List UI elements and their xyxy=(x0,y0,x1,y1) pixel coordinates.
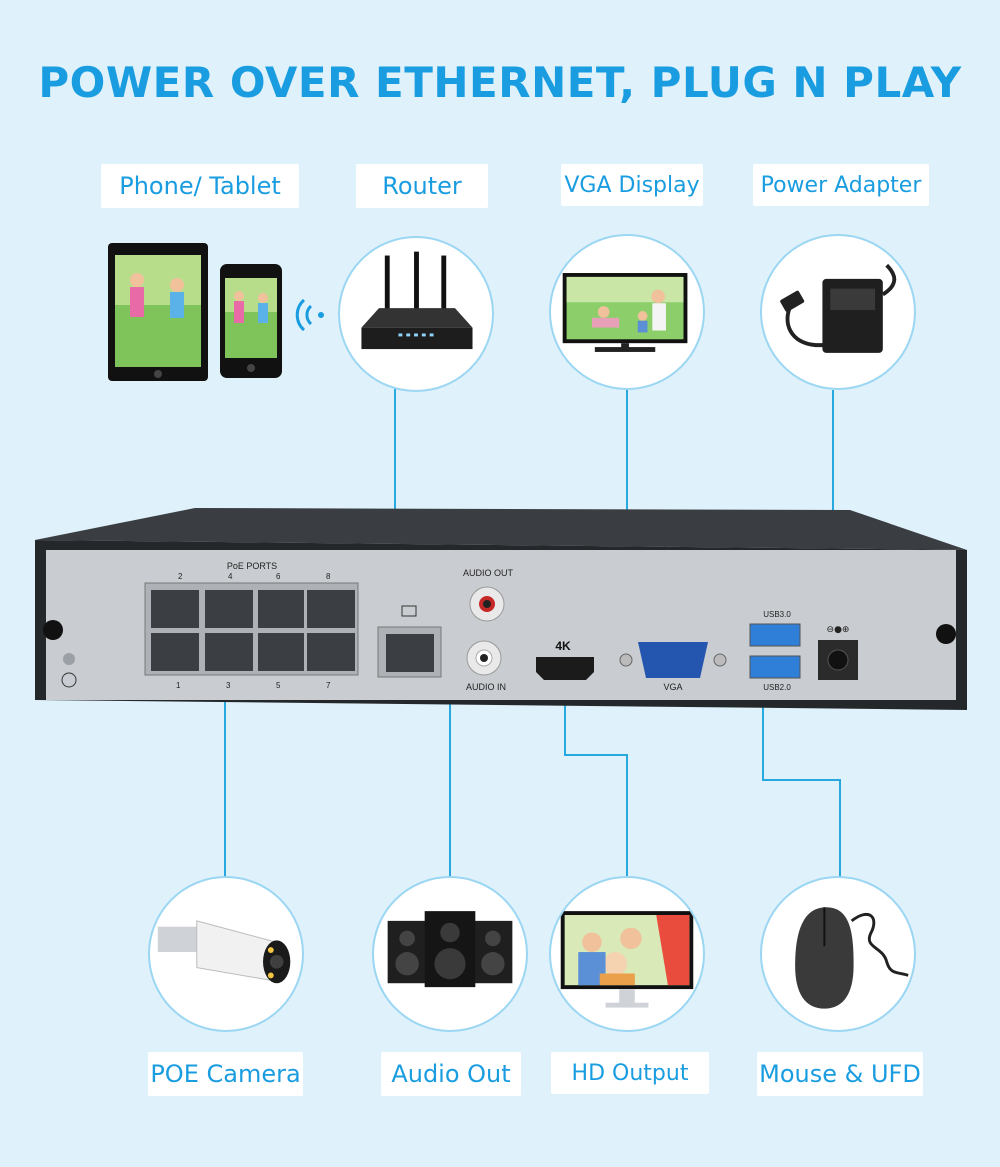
usb3-port xyxy=(749,623,801,647)
label-hd-output: HD Output xyxy=(551,1052,709,1094)
hdmi-line xyxy=(564,682,628,878)
label-router: Router xyxy=(356,164,488,208)
label-mouse-ufd: Mouse & UFD xyxy=(757,1052,923,1096)
speaker-icon xyxy=(387,911,513,988)
router-icon xyxy=(361,251,473,350)
vga-label: VGA xyxy=(663,682,682,692)
hdmi-port xyxy=(536,657,594,680)
mouse-ufd-circle xyxy=(760,876,916,1032)
usb-line xyxy=(762,680,841,878)
power-adapter-circle xyxy=(760,234,916,390)
port-number-8: 8 xyxy=(326,572,331,581)
wifi-icon xyxy=(295,298,324,332)
monitor-icon xyxy=(562,273,688,352)
poe-camera-circle xyxy=(148,876,304,1032)
camera-icon xyxy=(157,920,291,984)
tablet-phone-illustration xyxy=(108,243,324,381)
label-phone-tablet: Phone/ Tablet xyxy=(101,164,299,208)
network-icon xyxy=(401,605,417,617)
port-number-5: 5 xyxy=(276,681,281,690)
router-circle xyxy=(338,236,494,392)
audio-in-label: AUDIO IN xyxy=(466,682,506,692)
port-number-3: 3 xyxy=(226,681,231,690)
screw-right xyxy=(936,624,956,644)
label-audio-out: Audio Out xyxy=(381,1052,521,1096)
power-symbol: ⊖●⊕ xyxy=(827,625,850,635)
label-vga-display: VGA Display xyxy=(561,164,703,206)
port-number-6: 6 xyxy=(276,572,281,581)
power-adapter-icon xyxy=(780,263,897,353)
audio-out-label: AUDIO OUT xyxy=(463,568,514,578)
mouse-icon xyxy=(795,907,909,1009)
poe-ports-label: PoE PORTS xyxy=(227,561,277,571)
hd-output-circle xyxy=(549,876,705,1032)
port-number-4: 4 xyxy=(228,572,233,581)
port-number-2: 2 xyxy=(178,572,183,581)
vga-display-circle xyxy=(549,234,705,390)
screw-left xyxy=(43,620,63,640)
hdmi-4k-label: 4K xyxy=(555,639,571,653)
vga-port xyxy=(638,642,708,678)
usb2-port xyxy=(749,655,801,679)
page-title: POWER OVER ETHERNET, PLUG N PLAY xyxy=(38,58,962,107)
port-number-7: 7 xyxy=(326,681,331,690)
label-power-adapter: Power Adapter xyxy=(753,164,929,206)
port-number-1: 1 xyxy=(176,681,181,690)
usb2-label: USB2.0 xyxy=(763,683,791,692)
usb3-label: USB3.0 xyxy=(763,610,791,619)
label-poe-camera: POE Camera xyxy=(148,1052,303,1096)
hd-monitor-icon xyxy=(560,911,694,1008)
audio-out-circle xyxy=(372,876,528,1032)
